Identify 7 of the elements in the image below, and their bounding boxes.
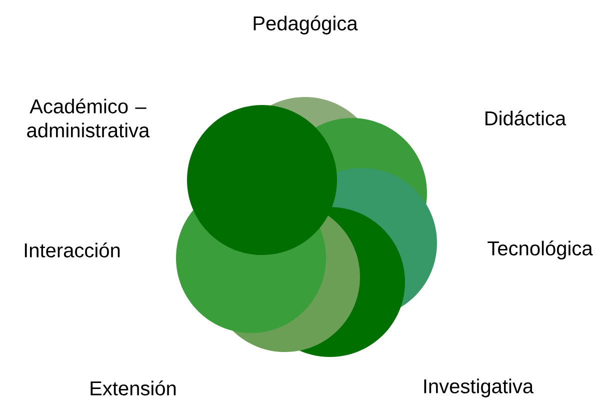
circle-label: Pedagógica [254,16,358,34]
circle-label: Académico – administrativa [27,98,150,138]
circle-label: Investigativa [424,378,534,398]
circle-label: Didáctica [486,110,566,126]
circle-label: Extensión [90,380,176,396]
circle-label: Interacción [24,242,120,258]
circle-label: Tecnológica [488,240,593,260]
